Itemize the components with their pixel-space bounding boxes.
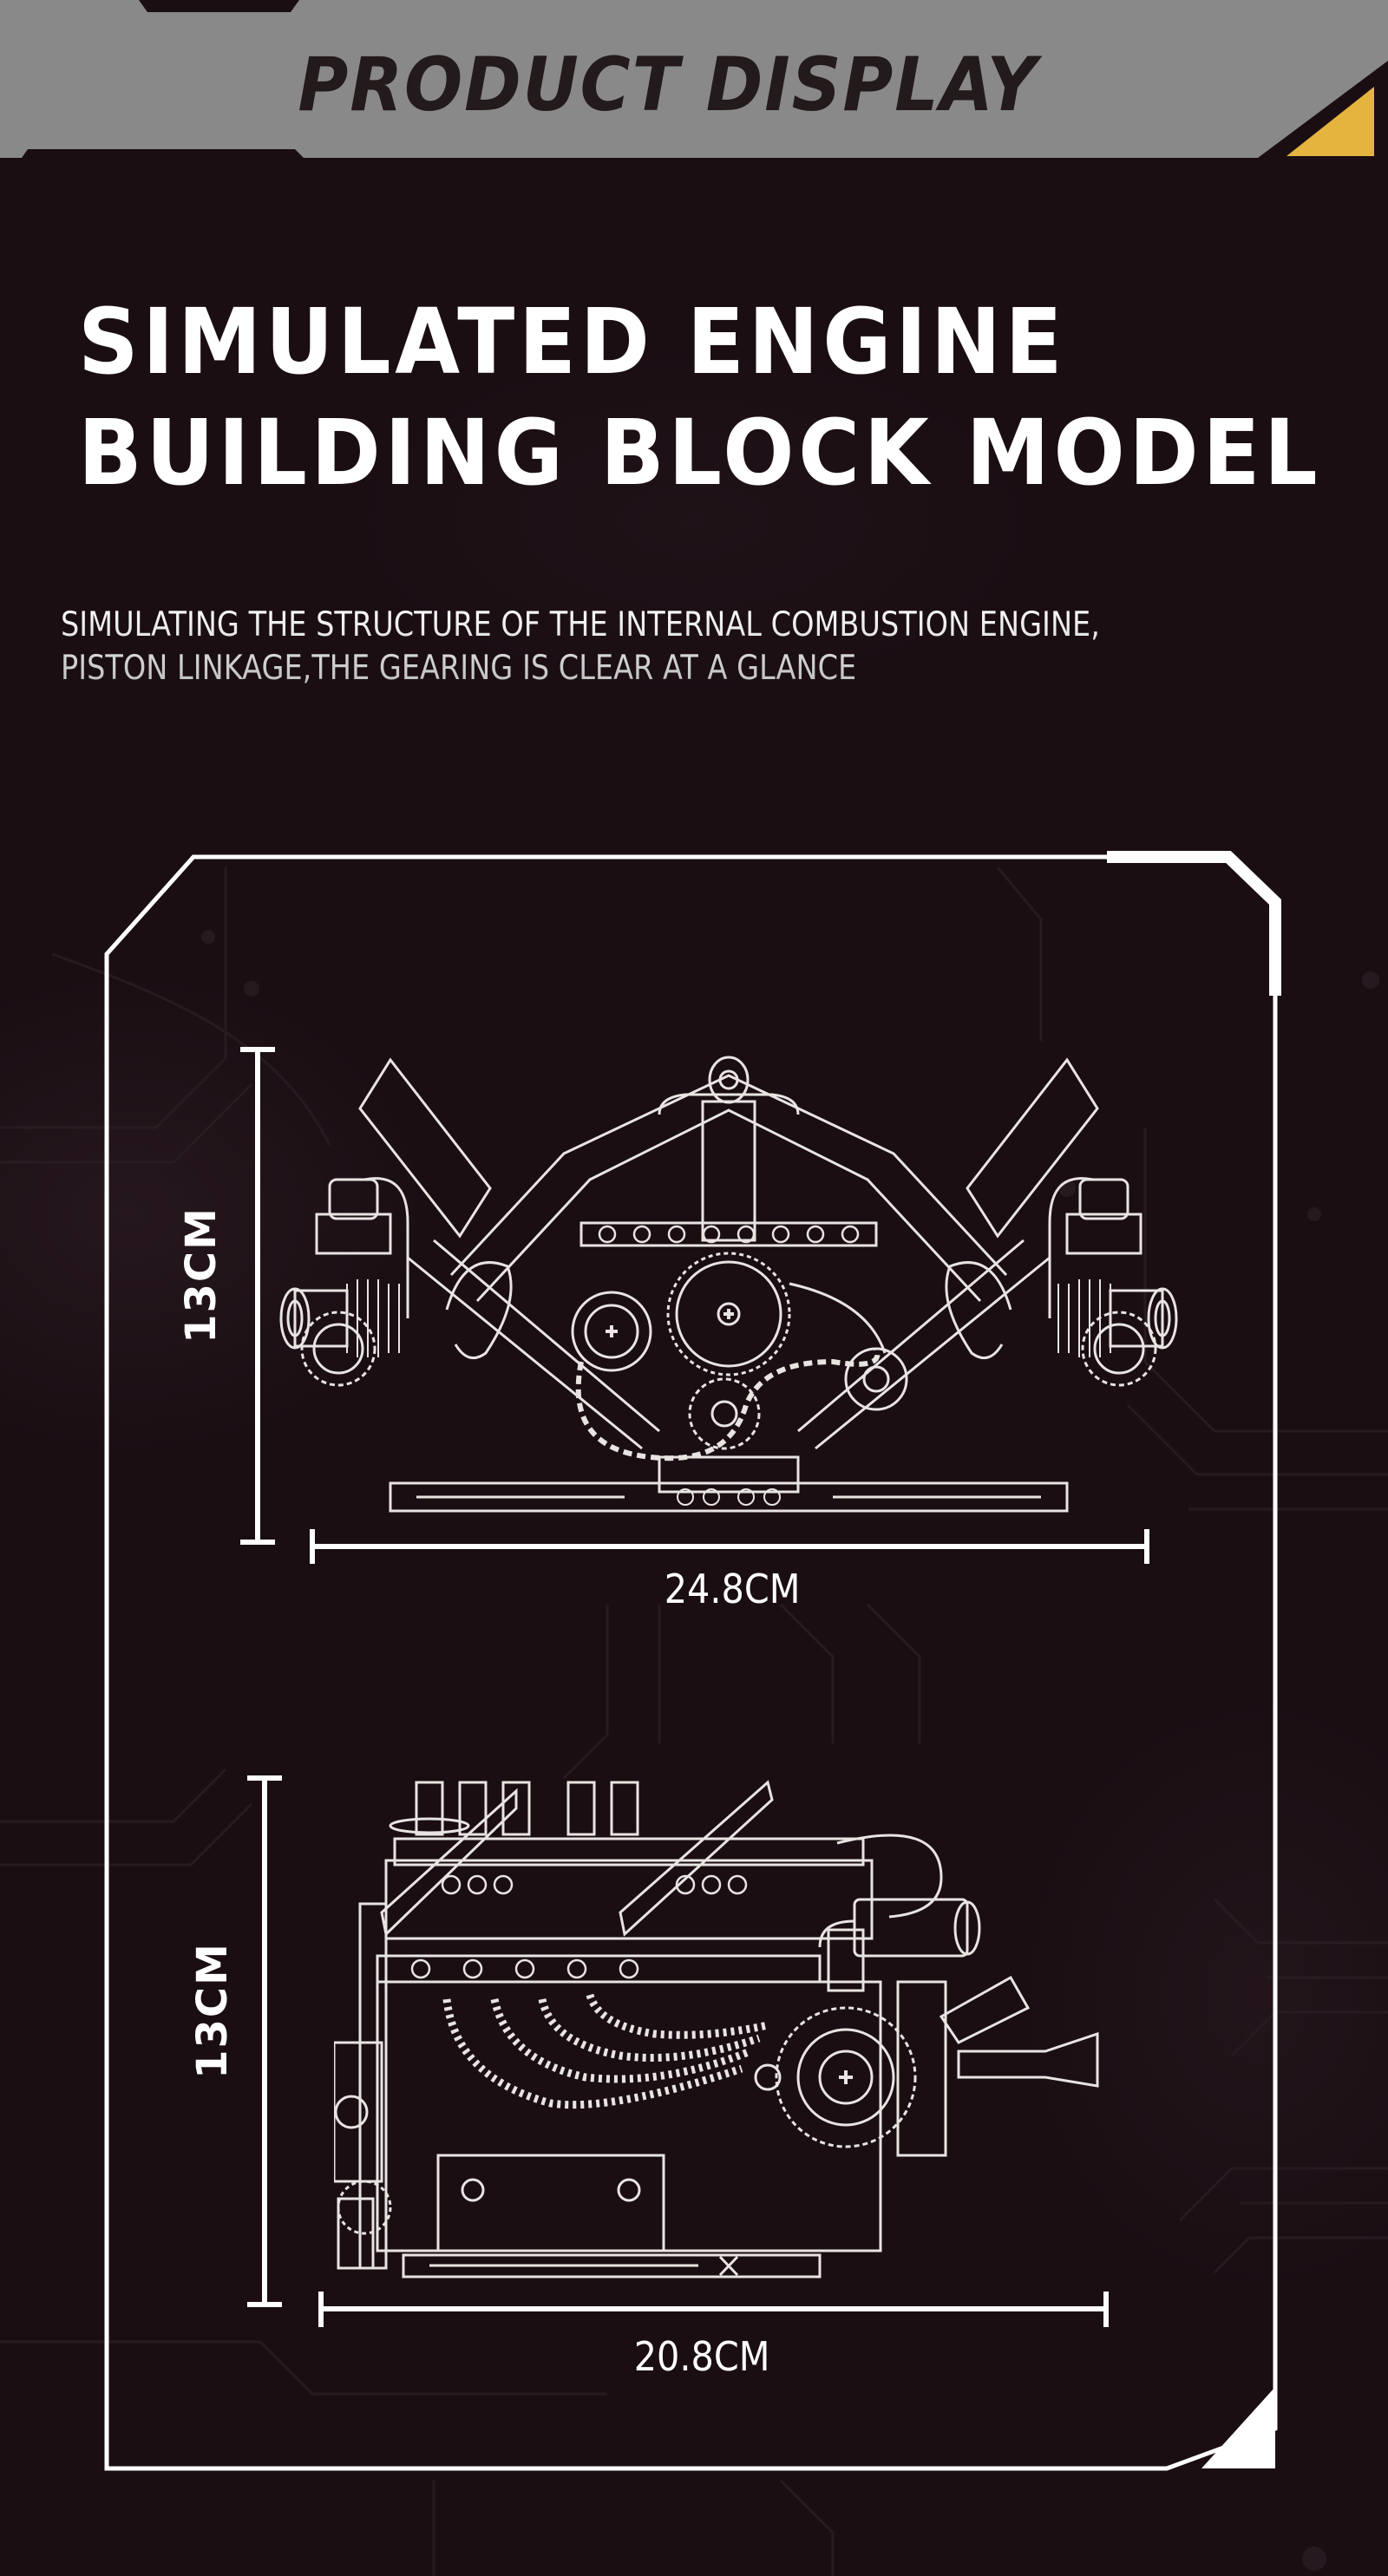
subtitle-line-1: SIMULATING THE STRUCTURE OF THE INTERNAL… xyxy=(61,605,1100,644)
engine-side-view-illustration xyxy=(334,1780,1099,2279)
side-height-label: 13CM xyxy=(188,1942,237,2079)
product-title-line-1: SIMULATED ENGINE xyxy=(78,289,1067,395)
subtitle-line-2: PISTON LINKAGE,THE GEARING IS CLEAR AT A… xyxy=(61,649,857,688)
engine-front-view-illustration xyxy=(279,1056,1178,1513)
product-subtitle: SIMULATING THE STRUCTURE OF THE INTERNAL… xyxy=(61,604,1100,690)
section-title: PRODUCT DISPLAY xyxy=(298,42,1038,128)
front-height-label: 13CM xyxy=(177,1206,226,1344)
accent-triangle-icon xyxy=(1287,87,1374,156)
product-title: SIMULATED ENGINE BUILDING BLOCK MODEL xyxy=(78,286,1321,508)
front-width-label: 24.8CM xyxy=(664,1566,801,1612)
product-title-line-2: BUILDING BLOCK MODEL xyxy=(78,400,1322,506)
side-width-label: 20.8CM xyxy=(633,2333,770,2380)
header-banner xyxy=(0,0,1388,158)
